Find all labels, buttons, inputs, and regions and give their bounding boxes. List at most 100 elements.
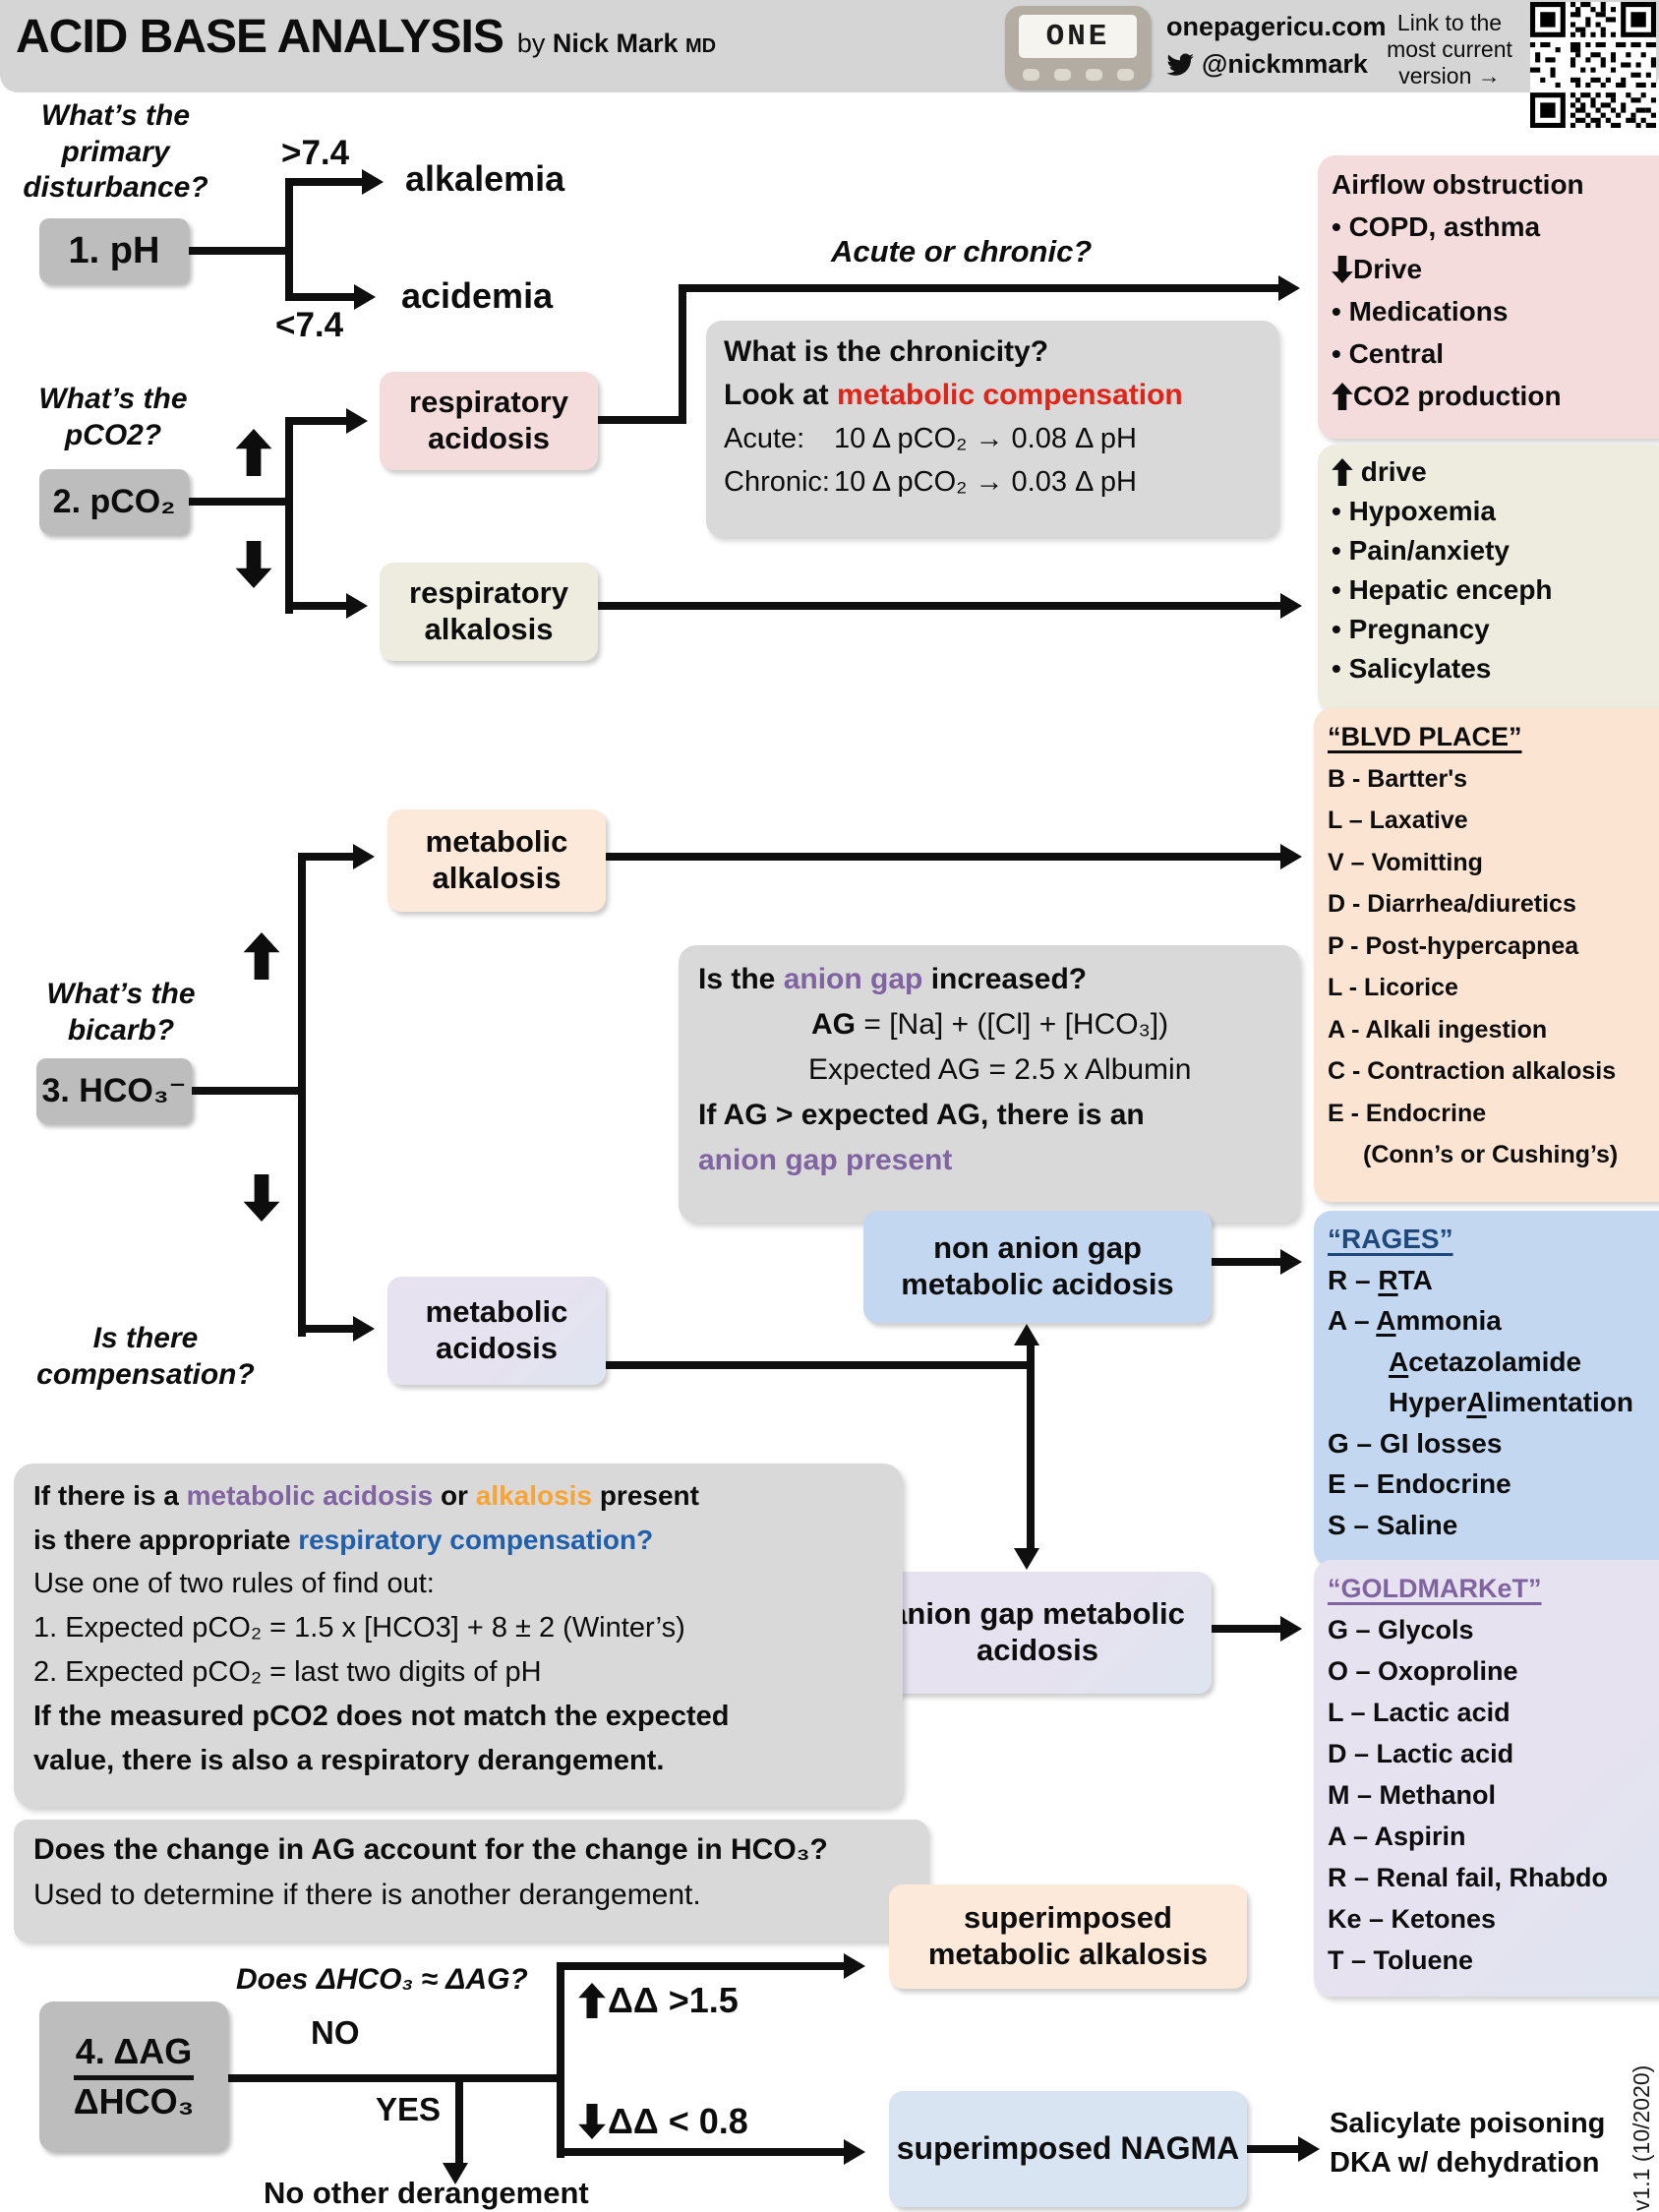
page-title: ACID BASE ANALYSIS bbox=[16, 11, 504, 63]
no-label: NO bbox=[311, 2014, 360, 2051]
connector bbox=[1212, 1625, 1282, 1633]
byline-author: Nick Mark bbox=[552, 29, 679, 58]
logo-dot bbox=[1023, 69, 1039, 81]
blvd-item: V – Vomitting bbox=[1328, 848, 1483, 876]
connector bbox=[285, 178, 293, 301]
blvd-item: E - Endocrine bbox=[1328, 1099, 1487, 1127]
goldmarket-item: O – Oxoproline bbox=[1328, 1656, 1518, 1686]
airflow-item: • Central bbox=[1332, 338, 1445, 369]
arrowhead bbox=[1278, 275, 1300, 301]
goldmarket-item: M – Methanol bbox=[1328, 1780, 1497, 1810]
blvd-item: A - Alkali ingestion bbox=[1328, 1015, 1548, 1044]
arrowhead bbox=[1280, 1249, 1302, 1275]
connector bbox=[679, 284, 686, 424]
logo-dot bbox=[1117, 69, 1134, 81]
chronicity-chronic: Chronic:10 Δ pCO₂ → 0.03 Δ pH bbox=[724, 466, 1137, 498]
no-other-derangement-label: No other derangement bbox=[264, 2176, 589, 2210]
goldmarket-title: “GOLDMARKeT” bbox=[1328, 1574, 1542, 1603]
arrowhead bbox=[1280, 844, 1302, 869]
acidemia-label: acidemia bbox=[401, 275, 554, 316]
node-anion-gap-acidosis: anion gap metabolic acidosis bbox=[863, 1572, 1212, 1694]
connector bbox=[298, 853, 306, 1337]
drive-item: • Salicylates bbox=[1332, 653, 1492, 684]
drive-item: • Pain/anxiety bbox=[1332, 535, 1510, 566]
goldmarket-item: L – Lactic acid bbox=[1328, 1698, 1511, 1727]
rages-item: Acetazolamide bbox=[1389, 1345, 1582, 1377]
drive-title: drive bbox=[1332, 452, 1656, 492]
delta-high-label: ΔΔ >1.5 bbox=[578, 1980, 739, 2021]
question-compensation: Is there compensation? bbox=[36, 1322, 255, 1391]
byline-by: by bbox=[516, 29, 546, 58]
connector bbox=[189, 247, 285, 255]
connector bbox=[1247, 2145, 1300, 2153]
chronicity-panel: What is the chronicity? Look at metaboli… bbox=[706, 321, 1278, 537]
connector bbox=[192, 1087, 298, 1095]
chronicity-rule: Look at metabolic compensation bbox=[724, 379, 1183, 411]
delta-line2: Used to determine if there is another de… bbox=[33, 1879, 701, 1911]
down-arrow-icon bbox=[234, 541, 273, 588]
ph-low-label: <7.4 bbox=[275, 306, 344, 344]
byline-credential: MD bbox=[685, 35, 717, 57]
question-delta-ratio: Does ΔHCO₃ ≈ ΔAG? bbox=[236, 1963, 528, 1996]
airflow-item: • COPD, asthma bbox=[1332, 211, 1541, 242]
chronicity-title: What is the chronicity? bbox=[724, 335, 1049, 368]
delta-denominator: ΔHCO₃ bbox=[73, 2080, 195, 2122]
arrowhead bbox=[1298, 2136, 1320, 2162]
connector bbox=[285, 417, 348, 425]
airflow-item: • Medications bbox=[1332, 296, 1509, 327]
arrowhead bbox=[346, 593, 368, 619]
rages-item: R – RTA bbox=[1328, 1264, 1433, 1295]
arrowhead bbox=[844, 1953, 865, 1979]
one-pager-logo: ONE bbox=[1005, 6, 1151, 89]
ag-question: Is the anion gap increased? bbox=[698, 963, 1088, 995]
respiratory-alkalosis-causes-panel: drive • Hypoxemia • Pain/anxiety • Hepat… bbox=[1318, 445, 1659, 712]
blvd-item: L - Licorice bbox=[1328, 974, 1458, 1001]
connector bbox=[557, 2148, 848, 2156]
comp-line4: 1. Expected pCO₂ = 1.5 x [HCO3] + 8 ± 2 … bbox=[33, 1612, 685, 1644]
twitter-row: @nickmmark bbox=[1166, 49, 1368, 80]
arrowhead bbox=[362, 169, 384, 195]
ag-formula: AG = [Na] + ([Cl] + [HCO₃]) bbox=[811, 1008, 1169, 1041]
up-arrow-icon bbox=[578, 1983, 606, 2018]
delta-low-label: ΔΔ < 0.8 bbox=[578, 2101, 748, 2142]
step-box-hco3: 3. HCO₃⁻ bbox=[36, 1058, 192, 1123]
question-pco2: What’s the pCO2? bbox=[38, 383, 188, 451]
twitter-bird-icon bbox=[1166, 52, 1194, 77]
connector bbox=[298, 853, 355, 861]
up-arrow-icon bbox=[242, 932, 281, 980]
respiratory-acidosis-causes-panel: Airflow obstruction • COPD, asthma Drive… bbox=[1318, 155, 1659, 439]
link-note: Link to the most current version → bbox=[1387, 10, 1512, 89]
goldmarket-item: T – Toluene bbox=[1328, 1945, 1474, 1975]
arrowhead bbox=[844, 2139, 865, 2165]
rages-title: “RAGES” bbox=[1328, 1224, 1453, 1254]
goldmarket-item: G – Glycols bbox=[1328, 1615, 1474, 1644]
rages-item: HyperAlimentation bbox=[1389, 1387, 1633, 1417]
node-superimposed-metabolic-alkalosis: superimposed metabolic alkalosis bbox=[889, 1884, 1247, 1989]
nagma-mnemonic-panel: “RAGES” R – RTA A – Ammonia Acetazolamid… bbox=[1314, 1211, 1659, 1567]
drive-item: • Hepatic enceph bbox=[1332, 574, 1553, 605]
comp-line3: Use one of two rules of find out: bbox=[33, 1568, 435, 1599]
connector bbox=[606, 1361, 1035, 1369]
fraction-bar bbox=[73, 2074, 195, 2080]
logo-dot bbox=[1054, 69, 1071, 81]
connector bbox=[598, 602, 1282, 610]
twitter-handle: @nickmmark bbox=[1202, 49, 1368, 79]
connector bbox=[285, 178, 364, 186]
airflow-title: Airflow obstruction bbox=[1332, 169, 1584, 200]
down-arrow-icon bbox=[1332, 255, 1353, 283]
connector bbox=[557, 1962, 564, 2158]
node-non-anion-gap-acidosis: non anion gap metabolic acidosis bbox=[863, 1211, 1212, 1323]
comp-line2: is there appropriate respiratory compens… bbox=[33, 1524, 654, 1555]
blvd-item: D - Diarrhea/diuretics bbox=[1328, 890, 1576, 918]
rages-item: G – GI losses bbox=[1328, 1427, 1503, 1459]
rages-item: A – Ammonia bbox=[1328, 1305, 1502, 1336]
metabolic-alkalosis-mnemonic-panel: “BLVD PLACE” B - Bartter's L – Laxative … bbox=[1314, 708, 1659, 1202]
question-primary-disturbance: What’s the primary disturbance? bbox=[23, 99, 208, 205]
arrowhead bbox=[443, 2163, 468, 2184]
airflow-item: Drive bbox=[1332, 248, 1659, 290]
ag-conclusion-1: If AG > expected AG, there is an bbox=[698, 1099, 1145, 1131]
arrowhead bbox=[1014, 1548, 1039, 1570]
connector bbox=[285, 417, 293, 614]
connector bbox=[598, 416, 686, 424]
logo-dot bbox=[1086, 69, 1102, 81]
